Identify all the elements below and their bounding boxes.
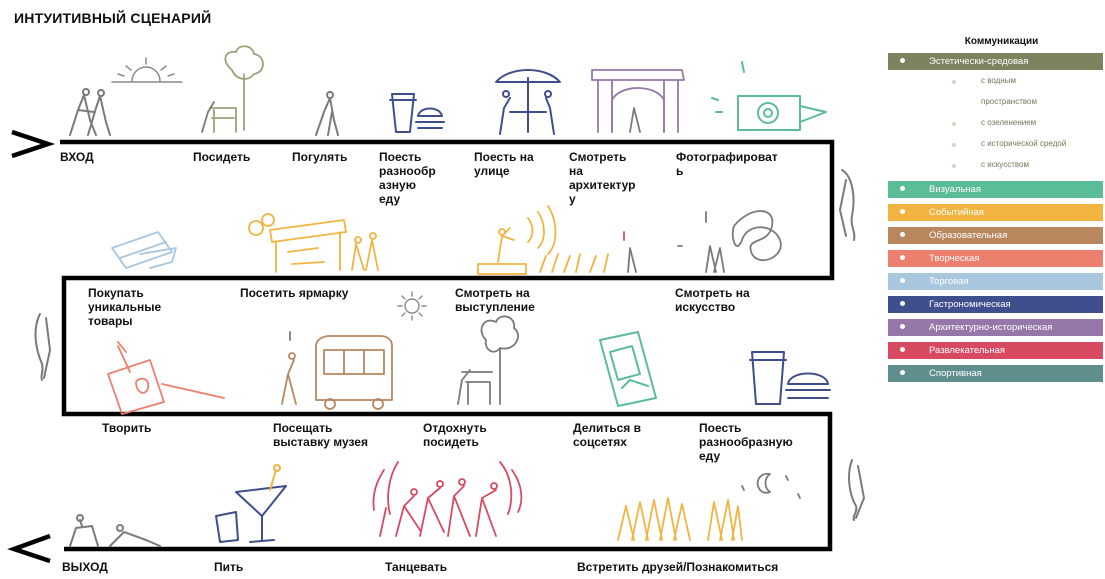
step-label: Танцевать [385,560,448,574]
legend-item-aesthetic: Эстетически-средовая [888,53,1103,70]
walkers-icon [315,91,339,136]
step-label: Творить [102,421,152,435]
bullet-icon [900,209,905,214]
legend-subitem: с исторической средой [888,139,1103,153]
page-title: ИНТУИТИВНЫЙ СЦЕНАРИЙ [14,10,212,26]
step-label: Фотографироват ь [676,150,778,178]
legend-item: Развлекательная [888,342,1103,359]
exit-arrow-icon [7,533,51,564]
bullet-icon [900,186,905,191]
step-label: Отдохнуть посидеть [423,421,487,449]
legend-subitem: с озеленением [888,118,1103,132]
legend-item: Архитектурно-историческая [888,319,1103,336]
entry-label: ВХОД [60,150,94,164]
bullet-icon [900,370,905,375]
legend-item: Торговая [888,273,1103,290]
art-sculpture-icon [677,210,782,273]
bullet-icon [900,324,905,329]
coffee-burger-icon [389,93,445,133]
architecture-arch-icon [591,69,685,133]
camera-icon [711,61,827,131]
dancers-icon [372,461,523,537]
people-walking-icon [69,88,111,136]
step-label: Смотреть на выступление [455,286,535,314]
bullet-icon [900,58,905,63]
coffee-burger-2-icon [749,351,831,405]
person-standing-icon [839,169,856,241]
bullet-icon [900,278,905,283]
sun-icon [397,291,427,321]
friends-meeting-icon [617,472,801,541]
person-left-icon [34,313,51,381]
legend-item: Визуальная [888,181,1103,198]
legend: Коммуникации Эстетически-средовая с водн… [888,36,1103,388]
tired-people-icon [69,514,161,547]
legend-item: Творческая [888,250,1103,267]
step-label: Поесть на улице [474,150,534,178]
legend-subitem: с искусством [888,160,1103,174]
step-label: Посетить ярмарку [240,286,349,300]
legend-subitem: пространством [981,97,1037,106]
street-cafe-icon [495,69,561,135]
legend-item: Гастрономическая [888,296,1103,313]
rest-tree-icon [457,315,519,405]
step-label: Покупать уникальные товары [88,286,162,328]
legend-item: Событийная [888,204,1103,221]
stage-performance-icon [477,205,637,275]
step-label: Пить [214,560,244,574]
bullet-icon [900,301,905,306]
step-label: Смотреть на искусство [675,286,750,314]
person-right-2-icon [848,459,865,521]
sunrise-icon [111,57,183,83]
legend-item: Образовательная [888,227,1103,244]
step-label: Поесть разнообр азную еду [379,150,436,206]
bullet-icon [900,232,905,237]
money-icon [111,231,177,269]
bullet-icon [900,347,905,352]
legend-title: Коммуникации [964,36,1039,47]
legend-item: Спортивная [888,365,1103,382]
phone-social-icon [599,331,657,407]
step-label: Поесть разнообразную еду [699,421,793,463]
tree-bench-icon [201,45,264,133]
step-label: Встретить друзей/Познакомиться [577,560,779,574]
museum-exhibition-icon [281,331,393,410]
entry-arrow-icon [11,129,56,159]
cocktail-icon [215,464,287,543]
legend-subitem: с водным [888,76,1103,90]
step-label: Смотреть на архитектур у [569,150,636,206]
bullet-icon [900,255,905,260]
painting-create-icon [107,341,225,415]
exit-label: ВЫХОД [62,560,108,574]
step-label: Посещать выставку музея [273,421,368,449]
step-label: Погулять [292,150,348,164]
step-label: Делиться в соцсетях [573,421,642,449]
fair-market-icon [248,213,379,273]
step-label: Посидеть [193,150,251,164]
